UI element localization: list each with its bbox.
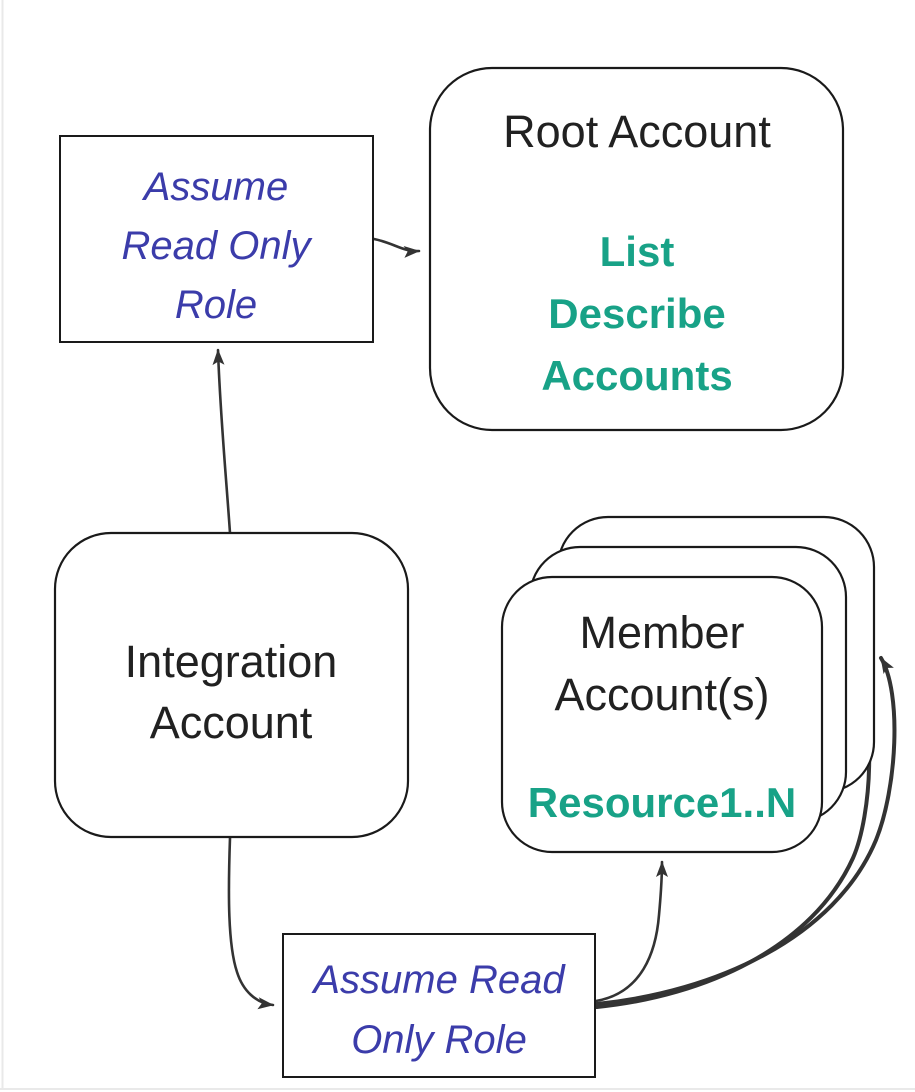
node-assume-read-only-role-bottom: Assume Read Only Role: [282, 933, 596, 1078]
edge-integration-to-assume-top: [212, 348, 232, 535]
assume-role-top-line1: Assume: [142, 165, 289, 209]
root-account-action-line2: Describe: [548, 290, 725, 337]
edge-assume-bottom-to-member-back: [595, 656, 897, 1006]
integration-account-line1: Integration: [125, 636, 338, 687]
integration-account-line2: Account: [150, 697, 313, 748]
member-accounts-stack-front: [500, 575, 824, 854]
edge-integration-to-assume-bottom: [227, 836, 275, 1010]
member-accounts-line1: Member: [579, 607, 744, 658]
edge-assume-bottom-to-member-front: [594, 860, 668, 1003]
assume-role-top-line3: Role: [175, 283, 257, 327]
root-account-action-line3: Accounts: [541, 352, 732, 399]
assume-role-bottom-box: [282, 933, 596, 1078]
assume-role-bottom-line1: Assume Read: [311, 958, 566, 1002]
root-account-box: [428, 66, 845, 432]
member-accounts-line2: Account(s): [554, 669, 769, 720]
integration-account-box: [53, 531, 410, 839]
member-accounts-resource-label: Resource1..N: [528, 779, 796, 826]
assume-role-top-box: [59, 135, 374, 343]
node-assume-read-only-role-top: Assume Read Only Role: [59, 135, 374, 343]
assume-role-top-line2: Read Only: [122, 224, 314, 268]
node-member-accounts: Member Account(s) Resource1..N: [500, 515, 876, 854]
node-integration-account: Integration Account: [53, 531, 410, 839]
assume-role-bottom-line2: Only Role: [351, 1018, 527, 1062]
root-account-title: Root Account: [503, 106, 771, 157]
edge-assume-top-to-root-account: [372, 237, 421, 258]
root-account-action-line1: List: [600, 228, 675, 275]
node-root-account: Root Account List Describe Accounts: [428, 66, 845, 432]
